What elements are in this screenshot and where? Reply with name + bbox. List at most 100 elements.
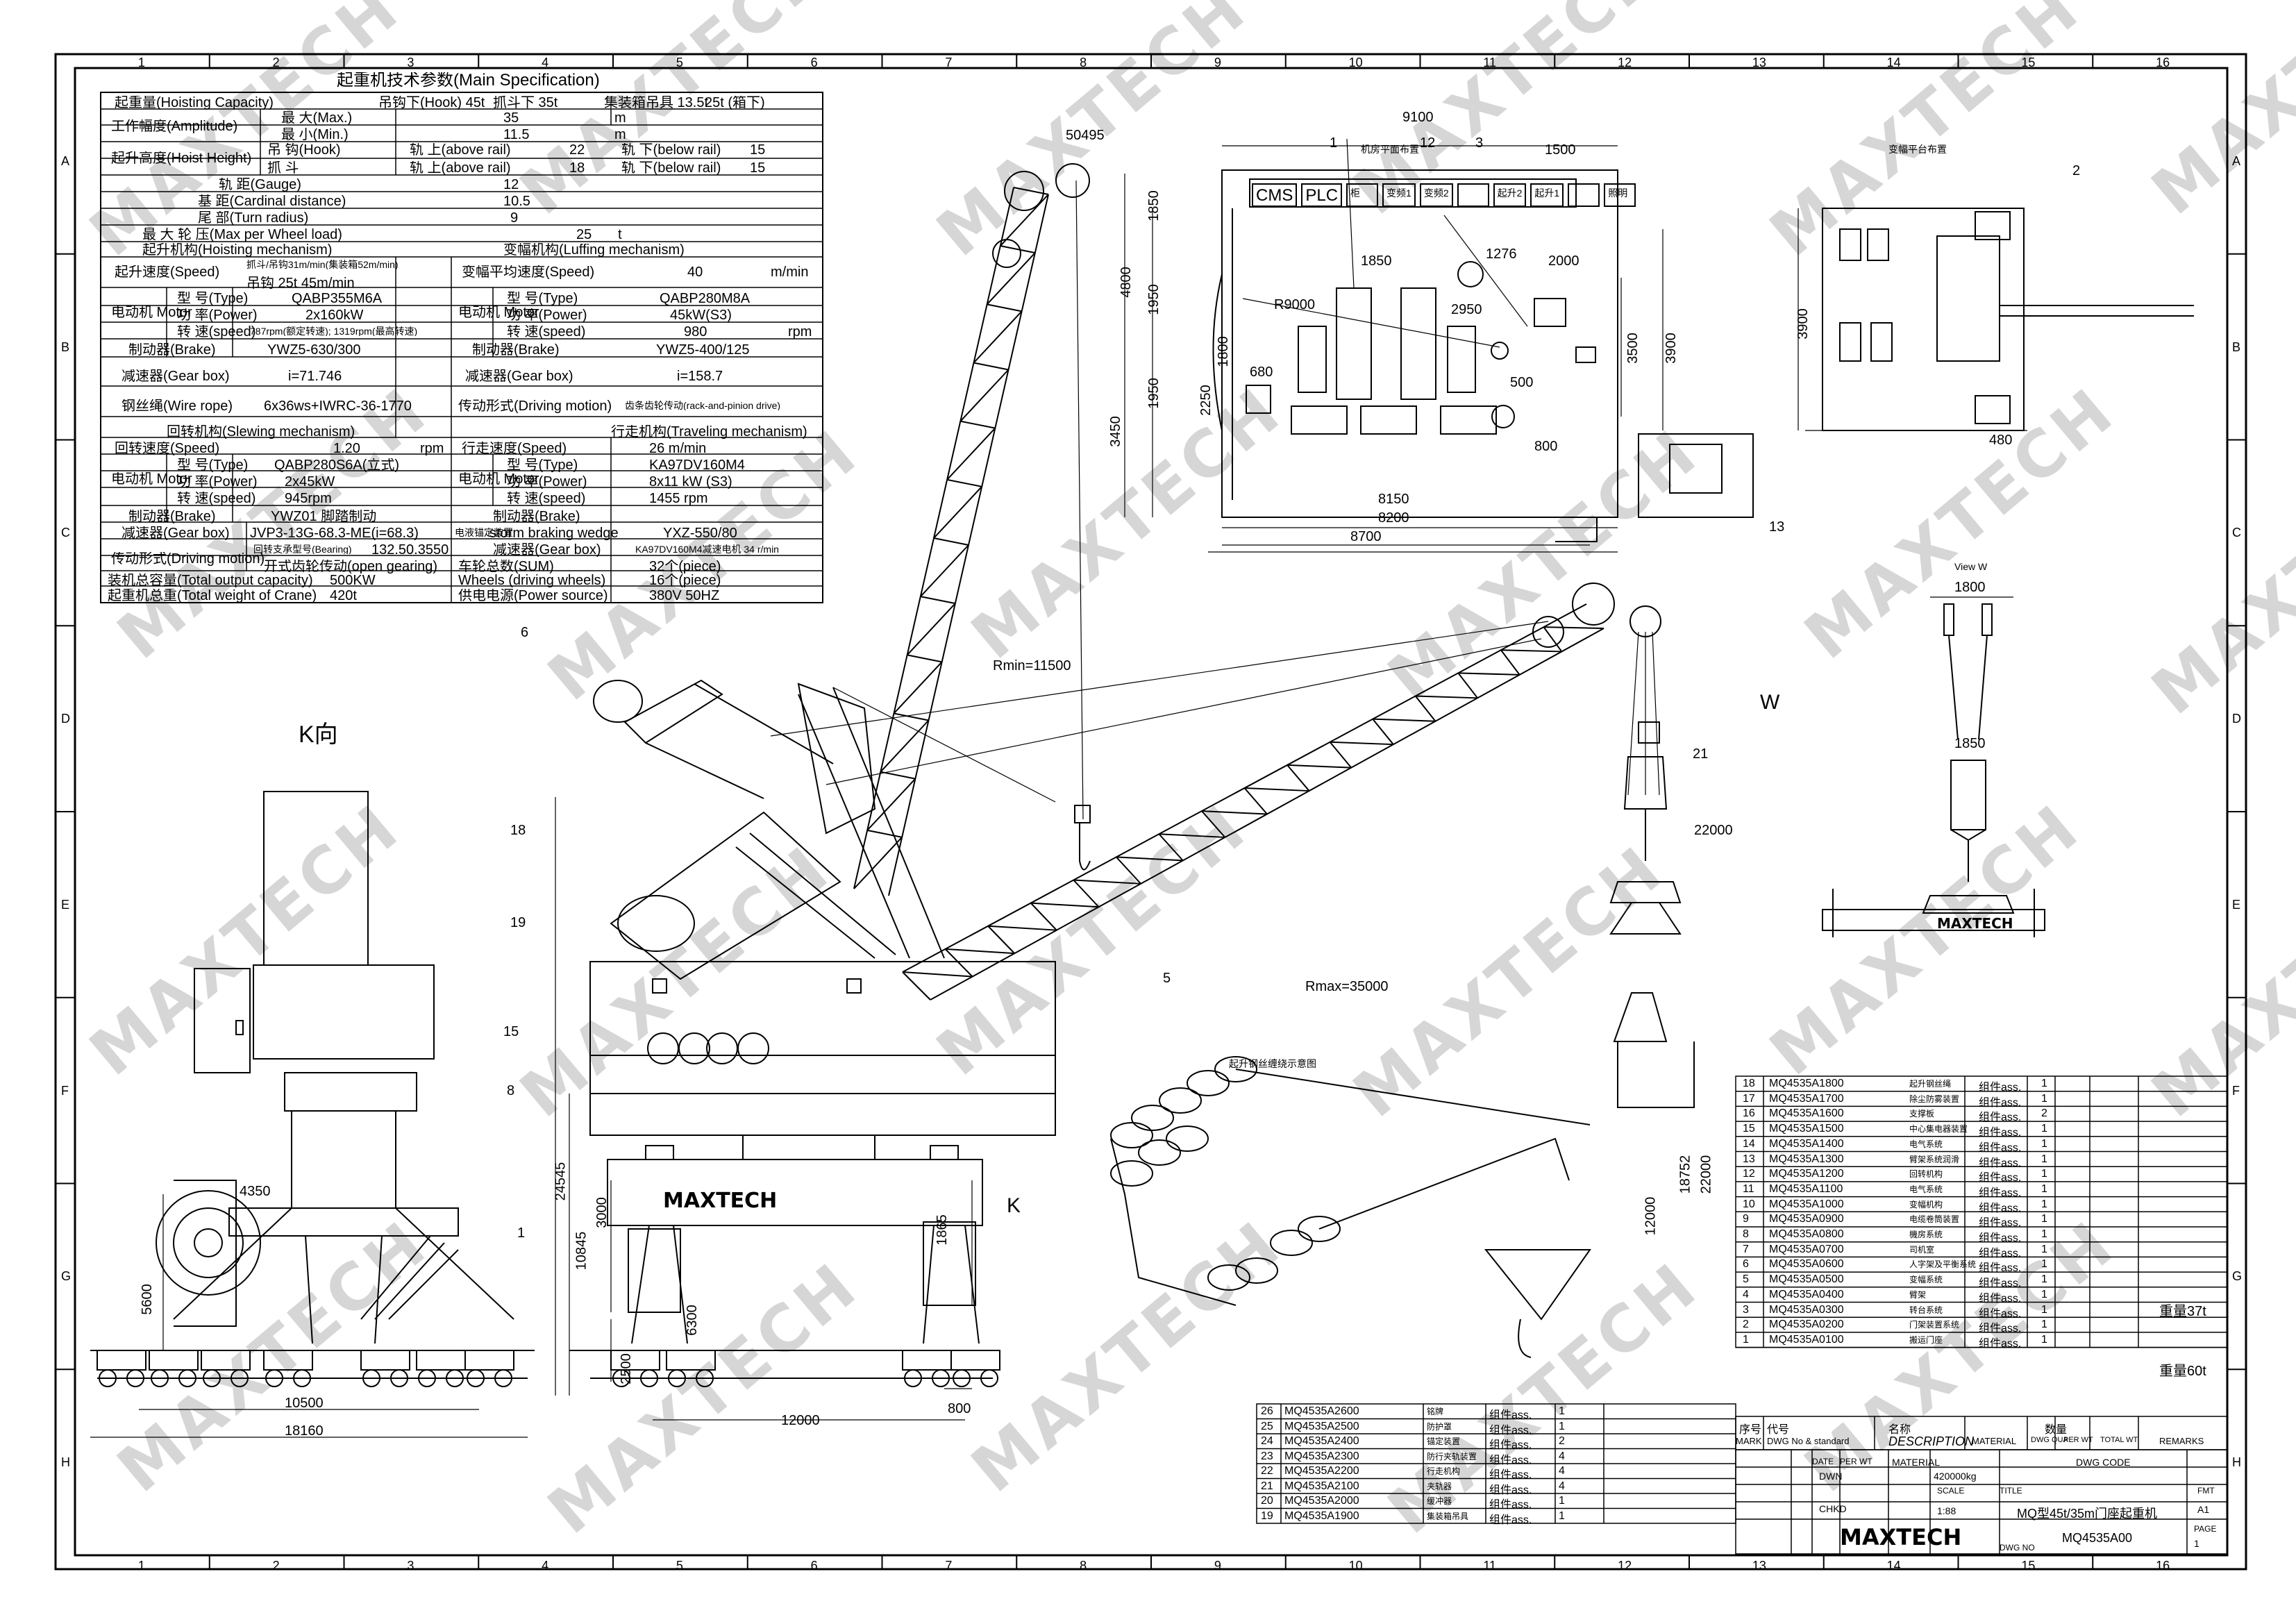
grid-col-label: 6 [810, 56, 818, 69]
bom-cell: 1 [2041, 1303, 2047, 1316]
unit-rpm: rpm [420, 442, 444, 455]
grid-col-label: 10 [1348, 56, 1363, 69]
dim-12000: 12000 [781, 1413, 820, 1428]
below-rail-2-val: 15 [750, 161, 766, 175]
above-rail-1: 轨 上(above rail) [410, 143, 511, 157]
amplitude-label: 工作幅度(Amplitude) [111, 119, 238, 133]
bom-h-mark: MARK [1736, 1436, 1762, 1446]
hoist-brake: YWZ5-630/300 [267, 343, 361, 357]
bom-cell: 门架装置系统 [1909, 1320, 1960, 1330]
dim-3000: 3000 [594, 1197, 610, 1228]
plan-box: 变频1 [1382, 183, 1416, 207]
tb-dwgno: MQ4535A00 [2062, 1531, 2133, 1545]
slewing-mech: 回转机构(Slewing mechanism) [167, 425, 355, 439]
bom-cell: 组件ass. [1489, 1499, 1532, 1511]
tb-weight: 420000kg [1934, 1471, 1977, 1482]
luffing-boom [770, 583, 1695, 1108]
jib-rung [933, 537, 969, 546]
dim-12000-v: 12000 [1643, 1196, 1659, 1236]
above-rail-1-val: 22 [569, 143, 585, 157]
bom-lines [1256, 1075, 2228, 1555]
grid-col-label: 9 [1214, 56, 1221, 69]
amp-min: 11.5 [503, 128, 530, 142]
boom-rung [987, 926, 1015, 954]
tb-fmt: A1 [2197, 1504, 2210, 1515]
boom-brace [1116, 856, 1183, 862]
tag-21: 21 [1693, 746, 1709, 762]
boom-brace [1415, 695, 1478, 699]
tb-date: DATE [1812, 1457, 1834, 1466]
boom-rung [1414, 695, 1436, 722]
luff-speed-label: 变幅平均速度(Speed) [462, 265, 595, 279]
dim-h3500: 3500 [1625, 333, 1641, 364]
dim-w1850: 1850 [1954, 736, 1986, 751]
slew-type: QABP280S6A(立式) [274, 458, 400, 472]
bom-cell: 组件ass. [1979, 1337, 2022, 1350]
view-w-logo: MAXTECH [1937, 915, 2013, 932]
bom-cell: 1 [2041, 1258, 2047, 1271]
grid-ticks [56, 54, 2246, 1569]
grid-col-label: 15 [2021, 56, 2036, 69]
bom-cell: 防护罩 [1427, 1421, 1452, 1432]
bom-cell: 组件ass. [1489, 1409, 1532, 1421]
bom-cell: MQ4535A1800 [1769, 1078, 1844, 1089]
dim-4350: 4350 [240, 1184, 271, 1199]
tag-12: 12 [1420, 135, 1436, 151]
jib-brace [960, 369, 1009, 422]
bom-cell: 1 [2041, 1092, 2047, 1105]
bom-cell: 组件ass. [1489, 1469, 1532, 1481]
dim-680: 680 [1250, 365, 1273, 380]
unit-rpm: rpm [788, 325, 812, 339]
wheel [446, 1369, 464, 1387]
bom-h-qty: DWG QUA [2031, 1436, 2068, 1444]
grid-col-label: 15 [2021, 1559, 2036, 1573]
bom-cell: 组件ass. [1979, 1292, 2022, 1305]
bom-cell: MQ4535A1500 [1769, 1123, 1844, 1135]
travel-gear: YXZ-550/80 [663, 526, 737, 540]
bom-cell: 组件ass. [1979, 1307, 2022, 1320]
grid-col-label: 13 [1752, 56, 1766, 69]
bom-cell: 1 [2041, 1137, 2047, 1150]
boom-rung [1158, 833, 1184, 862]
luff-gear: i=158.7 [677, 369, 723, 383]
bom-cell: 1 [2041, 1273, 2047, 1286]
weight-37t: 重量37t [2159, 1304, 2206, 1319]
dim-h1800: 1800 [1215, 336, 1231, 367]
bogie [416, 1350, 466, 1371]
tb-title-label: TITLE [2000, 1486, 2022, 1496]
slew-drive: 开式齿轮传动(open gearing) [264, 560, 438, 574]
travel-mech: 行走机构(Traveling mechanism) [611, 425, 807, 439]
bogie [902, 1350, 952, 1371]
tb-dwgcode: DWG CODE [2076, 1457, 2131, 1468]
bom-cell: MQ4535A0800 [1769, 1228, 1844, 1240]
jib-rung [1000, 245, 1036, 254]
dim-h3900: 3900 [1663, 333, 1679, 364]
bom-cell: MQ4535A1300 [1769, 1153, 1844, 1165]
dim-24545: 24545 [553, 1162, 569, 1201]
dim-6300: 6300 [684, 1305, 700, 1336]
tag-15: 15 [503, 1024, 519, 1039]
bom-cell: 8 [1743, 1228, 1749, 1240]
gearbox-label: 减速器(Gear box) [465, 369, 573, 383]
bom-h-totalwt: TOTAL WT [2100, 1436, 2138, 1444]
tag-1-main: 1 [517, 1225, 526, 1241]
grid-row-label: A [61, 153, 70, 168]
jib-rung [987, 303, 1022, 312]
bom-cell: MQ4535A2600 [1284, 1405, 1359, 1417]
slew-power: 2x45kW [285, 475, 335, 489]
bom-cell: MQ4535A0100 [1769, 1333, 1844, 1346]
boom-brace [945, 948, 1015, 955]
dim-18752: 18752 [1677, 1155, 1693, 1194]
bom-cell: 1 [2041, 1182, 2047, 1195]
plan-box: 起升1 [1530, 183, 1564, 207]
jib-brace [920, 544, 969, 597]
jib-brace [1000, 194, 1049, 246]
bom-cell: MQ4535A1000 [1769, 1198, 1844, 1210]
dim-800-base: 800 [948, 1401, 971, 1416]
wheel [467, 1369, 485, 1387]
grid-row-label: F [2232, 1083, 2240, 1098]
bom-cell: 19 [1261, 1509, 1273, 1522]
travel-power: 8x11 kW (S3) [649, 475, 732, 489]
wheel [293, 1369, 311, 1387]
boom-brace [1159, 833, 1225, 838]
